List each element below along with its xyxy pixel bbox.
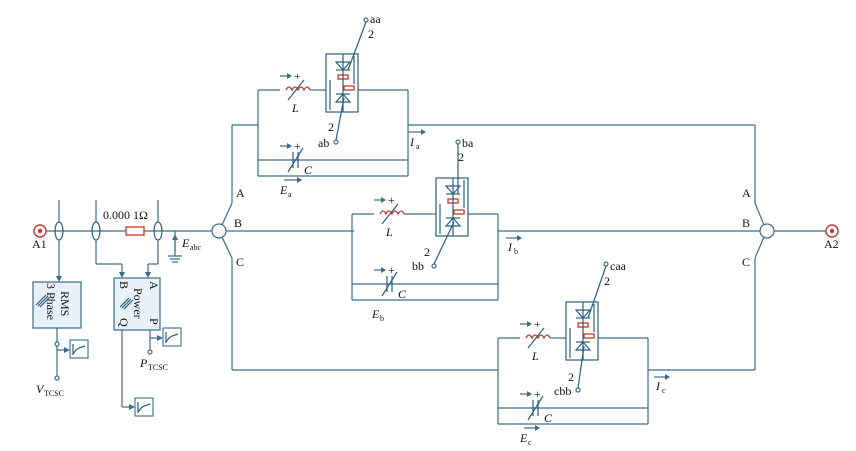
voltage-ea-label: E <box>279 183 288 197</box>
phase-b-label-left: B <box>234 216 242 230</box>
svg-text:TCSC: TCSC <box>44 389 64 398</box>
phase-a-label-right: A <box>742 186 751 200</box>
svg-text:2: 2 <box>368 27 374 41</box>
svg-text:c: c <box>528 438 532 447</box>
svg-text:+: + <box>294 139 301 153</box>
voltage-ec-label: E <box>519 431 528 445</box>
svg-text:TCSC: TCSC <box>148 363 168 372</box>
power-block-p: P <box>147 318 161 325</box>
phase-c-label-left: C <box>236 255 244 269</box>
power-block[interactable] <box>113 277 161 331</box>
inductor-label-c: L <box>531 349 539 363</box>
power-bus-icon <box>119 297 134 310</box>
svg-text:2: 2 <box>458 150 464 164</box>
inductor-icon <box>379 210 405 216</box>
voltage-eb-label: E <box>371 307 380 321</box>
v-tcsc-label: V <box>36 382 45 396</box>
svg-text:2: 2 <box>328 120 334 134</box>
svg-text:+: + <box>534 387 541 401</box>
source-voltage-label: E <box>181 236 190 250</box>
rms-block-line1: 3 Phase <box>44 283 58 320</box>
phase-c-label-right: C <box>742 255 750 269</box>
power-block-b: B <box>117 281 131 289</box>
capacitor-label-b: C <box>398 287 407 301</box>
tcsc-module-b[interactable]: + L + C <box>351 139 499 301</box>
scope-v[interactable] <box>69 339 89 359</box>
gate-ba-label: ba <box>462 136 474 150</box>
power-block-title: Power <box>131 288 145 319</box>
inductor-label-b: L <box>385 225 393 239</box>
thyristor-pair-b <box>435 177 469 237</box>
svg-text:a: a <box>288 190 292 199</box>
svg-text:+: + <box>534 317 541 331</box>
svg-text:c: c <box>662 386 666 395</box>
svg-text:2: 2 <box>568 370 574 384</box>
rms-bus-icon <box>35 294 51 308</box>
scope-p[interactable] <box>162 327 182 347</box>
gate-aa-label: aa <box>370 12 381 26</box>
svg-text:2: 2 <box>604 274 610 288</box>
gate-ab-label: ab <box>318 136 329 150</box>
gate-bb-label: bb <box>412 259 424 273</box>
phase-a-label-left: A <box>236 186 245 200</box>
svg-text:2: 2 <box>424 245 430 259</box>
thyristor-pair-a <box>325 53 359 113</box>
inductor-label-a: L <box>291 101 299 115</box>
series-resistor[interactable] <box>125 226 145 236</box>
phase-split-left[interactable] <box>211 223 227 239</box>
scope-q[interactable] <box>134 397 154 417</box>
resistor-label: 0.000 1Ω <box>103 208 148 222</box>
port-a1[interactable] <box>33 224 47 238</box>
phase-b-label-right: B <box>742 216 750 230</box>
current-ic-label: I <box>655 379 661 393</box>
svg-text:+: + <box>388 193 395 207</box>
svg-text:abc: abc <box>190 243 202 252</box>
port-a1-label: A1 <box>32 237 47 251</box>
svg-text:a: a <box>416 142 420 151</box>
thyristor-pair-c <box>565 301 599 361</box>
svg-text:+: + <box>388 263 395 277</box>
gate-cbb-label: cbb <box>554 384 571 398</box>
port-a2[interactable] <box>825 224 839 238</box>
tcsc-module-a[interactable]: + L + C <box>257 17 409 177</box>
rms-block-line2: RMS <box>58 291 72 316</box>
power-block-a: A <box>147 281 161 290</box>
inductor-icon <box>525 334 551 340</box>
gate-caa-label: caa <box>610 259 627 273</box>
power-block-q: Q <box>117 318 131 327</box>
svg-text:b: b <box>514 247 518 256</box>
svg-text:b: b <box>380 314 384 323</box>
capacitor-label-a: C <box>304 163 313 177</box>
phase-split-right[interactable] <box>759 223 775 239</box>
current-ib-label: I <box>507 240 513 254</box>
rms-block[interactable] <box>32 281 82 329</box>
tcsc-module-c[interactable]: + L + C <box>497 261 649 425</box>
inductor-icon <box>285 86 311 92</box>
svg-text:+: + <box>294 69 301 83</box>
v-tcsc-terminal[interactable] <box>54 375 60 381</box>
port-a2-label: A2 <box>824 237 839 251</box>
current-ia-label: I <box>409 135 415 149</box>
capacitor-label-c: C <box>544 411 553 425</box>
p-tcsc-terminal[interactable] <box>147 349 153 355</box>
p-tcsc-label: P <box>139 356 148 370</box>
